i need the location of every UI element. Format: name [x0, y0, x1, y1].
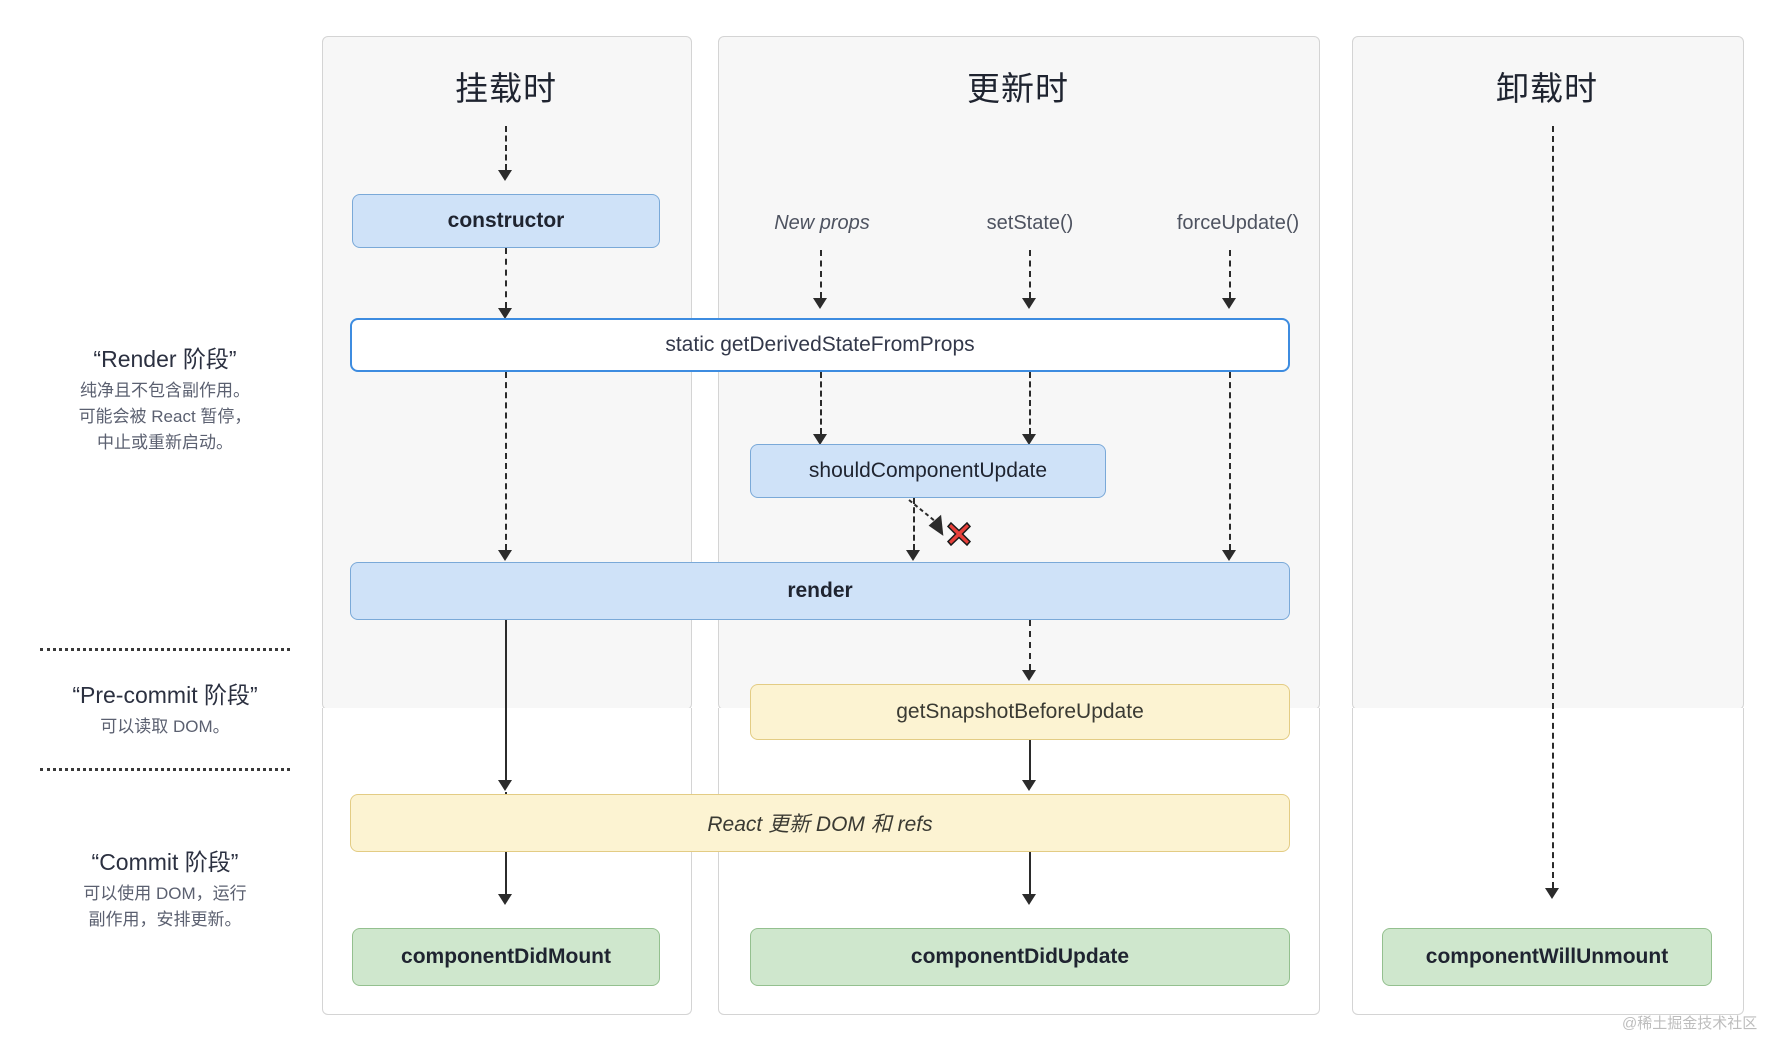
- arrowhead-update-render: [906, 550, 920, 561]
- connector-react-updates-to-did-update: [1029, 852, 1031, 894]
- connector-unmount-title-to-will-unmount: [1552, 126, 1554, 888]
- arrowhead-will-unmount: [1545, 888, 1559, 899]
- phase-desc-commit-line-2: 副作用，安排更新。: [88, 910, 242, 929]
- phase-title-commit: “Commit 阶段”: [91, 849, 239, 875]
- arrowhead-did-update: [1022, 894, 1036, 905]
- node-get-snapshot-before-update[interactable]: getSnapshotBeforeUpdate: [750, 684, 1290, 740]
- connector-force-update-down: [1229, 250, 1231, 298]
- arrowhead-set-state: [1022, 298, 1036, 309]
- phase-desc-render-line-2: 可能会被 React 暂停，: [78, 407, 252, 426]
- phase-desc-render-line-3: 中止或重新启动。: [97, 433, 233, 452]
- arrowhead-force-update: [1222, 298, 1236, 309]
- column-panel-unmount: [1352, 36, 1744, 710]
- arrowhead-mount-did-mount: [498, 894, 512, 905]
- trigger-force-update: forceUpdate(): [1176, 212, 1300, 234]
- phase-title-render: “Render 阶段”: [93, 346, 237, 372]
- phase-desc-render: 纯净且不包含副作用。 可能会被 React 暂停， 中止或重新启动。: [26, 378, 304, 456]
- connector-constructor-to-gdsfp: [505, 248, 507, 308]
- arrowhead-react-updates: [1022, 780, 1036, 791]
- arrowhead-force-update-render: [1222, 550, 1236, 561]
- phase-desc-commit-line-1: 可以使用 DOM，运行: [83, 884, 247, 903]
- arrowhead-scu-left: [813, 434, 827, 445]
- arrowhead-mount-gdsfp: [498, 308, 512, 319]
- column-title-mount: 挂载时: [455, 70, 557, 107]
- column-title-unmount: 卸载时: [1496, 70, 1598, 107]
- node-component-did-mount[interactable]: componentDidMount: [352, 928, 660, 986]
- node-react-updates-dom-refs[interactable]: React 更新 DOM 和 refs: [350, 794, 1290, 852]
- node-constructor[interactable]: constructor: [352, 194, 660, 248]
- phase-divider-bottom: [40, 768, 290, 771]
- phase-title-pre-commit: “Pre-commit 阶段”: [72, 682, 258, 708]
- connector-snapshot-to-react-updates: [1029, 740, 1031, 780]
- arrowhead-new-props: [813, 298, 827, 309]
- trigger-set-state: setState(): [986, 212, 1074, 234]
- arrowhead-snapshot: [1022, 670, 1036, 681]
- arrowhead-mount-constructor: [498, 170, 512, 181]
- node-should-component-update[interactable]: shouldComponentUpdate: [750, 444, 1106, 498]
- skip-update-x-icon: [946, 521, 972, 547]
- connector-force-update-to-render: [1229, 372, 1231, 550]
- phase-divider-top: [40, 648, 290, 651]
- connector-new-props-down: [820, 250, 822, 298]
- phase-desc-pre-commit: 可以读取 DOM。: [26, 714, 304, 740]
- connector-gdsfp-to-scu-left: [820, 372, 822, 434]
- connector-scu-skip: [905, 498, 965, 540]
- node-component-did-update[interactable]: componentDidUpdate: [750, 928, 1290, 986]
- connector-set-state-down: [1029, 250, 1031, 298]
- phase-desc-render-line-1: 纯净且不包含副作用。: [80, 381, 250, 400]
- connector-scu-to-render: [913, 498, 915, 550]
- watermark: @稀土掘金技术社区: [1622, 1015, 1758, 1032]
- connector-gdsfp-to-scu-right: [1029, 372, 1031, 434]
- node-get-derived-state-from-props[interactable]: static getDerivedStateFromProps: [350, 318, 1290, 372]
- column-title-update: 更新时: [967, 70, 1069, 107]
- connector-render-to-did-mount: [505, 620, 507, 780]
- arrowhead-mount-did-mount-mid: [498, 780, 512, 791]
- phase-desc-pre-commit-line-1: 可以读取 DOM。: [100, 717, 230, 736]
- node-render[interactable]: render: [350, 562, 1290, 620]
- connector-mount-title-to-constructor: [505, 126, 507, 170]
- connector-render-to-snapshot: [1029, 620, 1031, 670]
- node-component-will-unmount[interactable]: componentWillUnmount: [1382, 928, 1712, 986]
- connector-gdsfp-to-render-mount: [505, 372, 507, 550]
- arrowhead-scu-right: [1022, 434, 1036, 445]
- trigger-new-props: New props: [774, 212, 870, 234]
- arrowhead-mount-render: [498, 550, 512, 561]
- phase-desc-commit: 可以使用 DOM，运行 副作用，安排更新。: [26, 881, 304, 933]
